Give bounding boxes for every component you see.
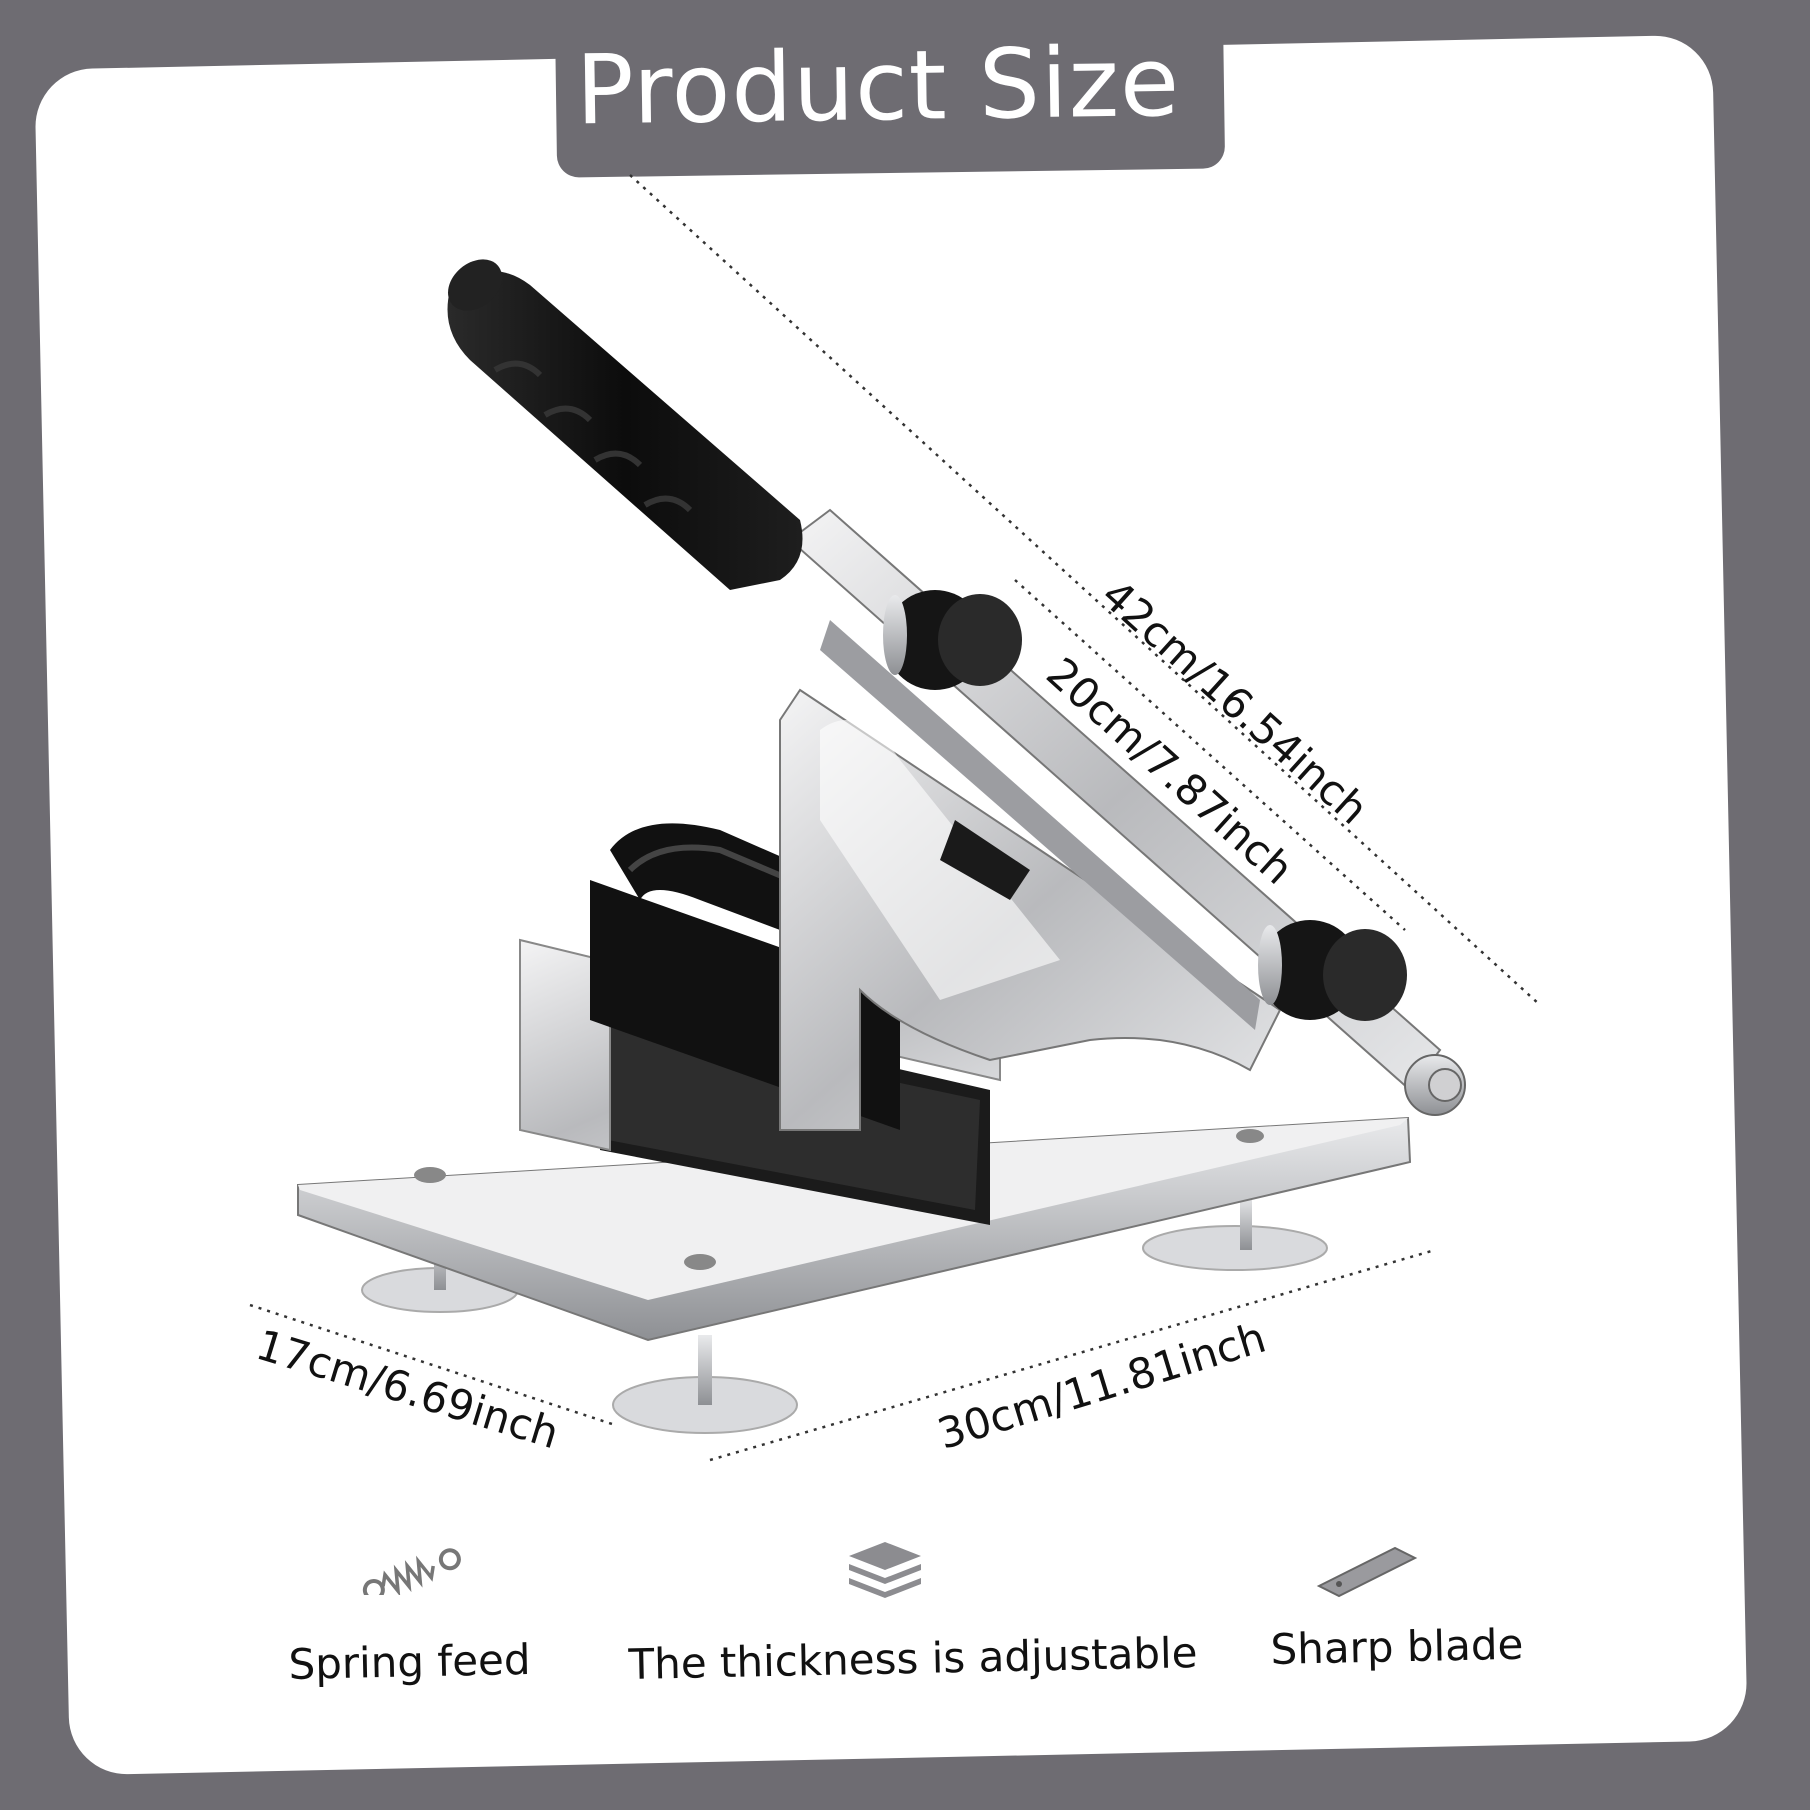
blade-frame	[779, 688, 1282, 1131]
feature-sharp-blade: Sharp blade	[1270, 1619, 1524, 1674]
base-plate	[297, 1108, 1412, 1342]
dimension-lines	[249, 174, 1541, 1462]
layers-icon	[849, 1542, 921, 1598]
blade-icon	[1316, 1546, 1418, 1598]
suction-feet	[361, 1195, 1328, 1434]
spring-icon	[362, 1548, 461, 1595]
handle	[447, 259, 803, 590]
feature-thickness-adjustable: The thickness is adjustable	[628, 1628, 1198, 1689]
feature-spring-feed: Spring feed	[288, 1634, 531, 1689]
knobs	[883, 590, 1466, 1116]
